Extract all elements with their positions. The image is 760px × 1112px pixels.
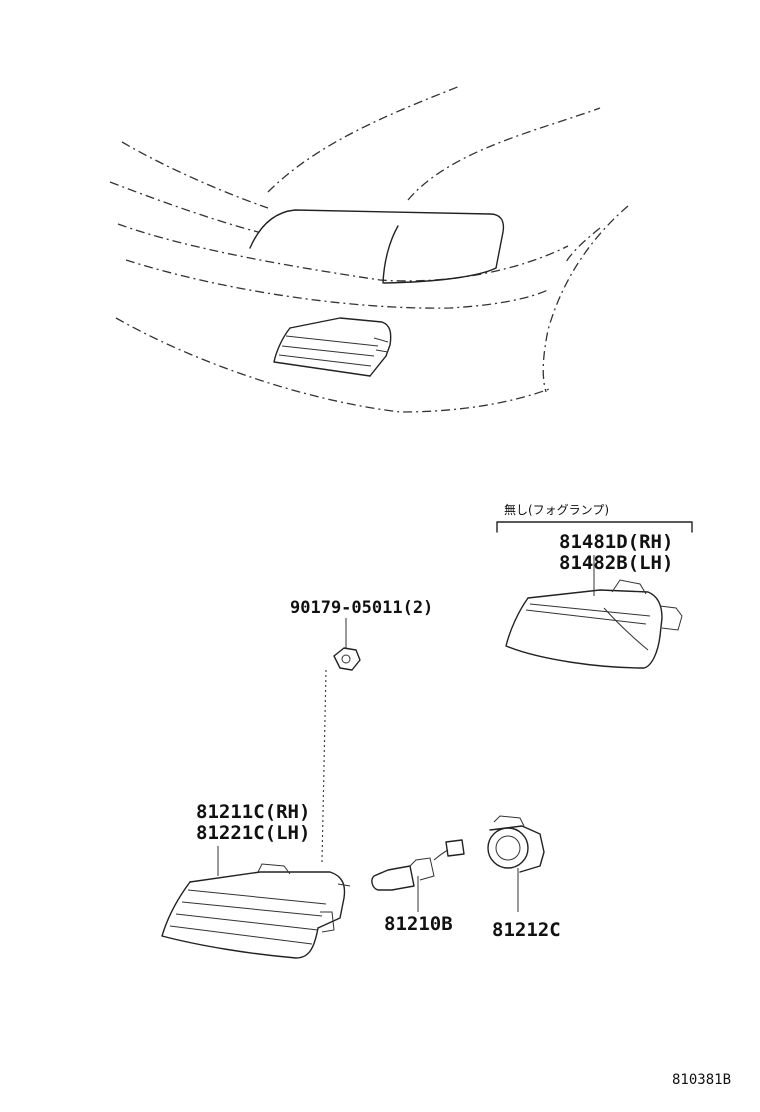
front-lamp-drawing xyxy=(161,846,351,959)
vehicle-outline xyxy=(109,85,629,413)
part-number-front-lamp-rh[interactable]: 81211C(RH) xyxy=(196,801,311,823)
note-bracket xyxy=(496,521,693,533)
part-number-nut[interactable]: 90179-05011(2) xyxy=(290,598,434,618)
part-number-fog-lamp-rh[interactable]: 81481D(RH) xyxy=(559,531,674,553)
socket-drawing xyxy=(487,815,545,912)
figure-code: 810381B xyxy=(672,1072,732,1088)
fog-lamp-note-label: 無し(フォグランプ) xyxy=(504,503,610,517)
fog-lamp-on-vehicle xyxy=(273,317,392,377)
bulb-drawing xyxy=(371,839,465,912)
part-number-fog-lamp-lh[interactable]: 81482B(LH) xyxy=(559,552,674,574)
part-number-bulb[interactable]: 81210B xyxy=(384,913,453,935)
nut-drawing xyxy=(321,618,361,863)
fog-lamp-assembly-drawing xyxy=(505,555,683,669)
headlamp-outline-on-vehicle xyxy=(249,209,505,284)
part-number-front-lamp-lh[interactable]: 81221C(LH) xyxy=(196,822,311,844)
part-number-socket[interactable]: 81212C xyxy=(492,919,561,941)
